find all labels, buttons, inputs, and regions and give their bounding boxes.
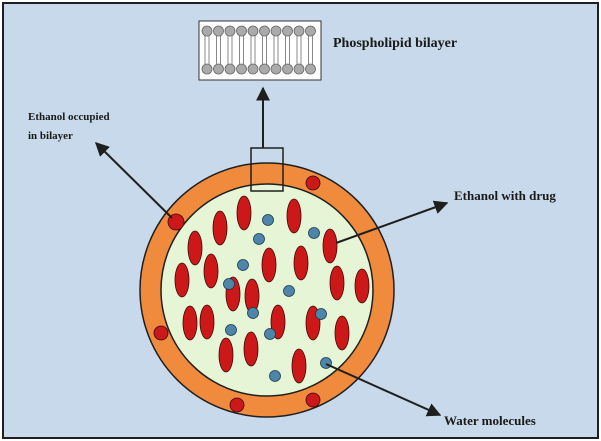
lipid-head <box>271 64 281 74</box>
water-molecule <box>265 329 276 340</box>
lipid-head <box>237 64 247 74</box>
ethanol-molecule <box>183 306 197 340</box>
lipid-head <box>306 26 316 36</box>
lipid-head <box>283 26 293 36</box>
water-molecule <box>270 371 281 382</box>
lipid-head <box>214 26 224 36</box>
lipid-head <box>225 26 235 36</box>
lipid-head <box>248 64 258 74</box>
phospholipid-bilayer-icon <box>199 21 321 80</box>
water-molecule <box>309 228 320 239</box>
ethanol-molecule <box>330 266 344 300</box>
lipid-head <box>260 26 270 36</box>
water-molecule <box>238 260 249 271</box>
ethanol-molecule <box>335 316 349 350</box>
ethanol-molecule <box>175 263 189 297</box>
water-molecule <box>248 308 259 319</box>
ethanol-molecule <box>237 196 251 230</box>
lipid-head <box>271 26 281 36</box>
lipid-head <box>306 64 316 74</box>
phospholipid-bilayer-label: Phospholipid bilayer <box>333 36 457 52</box>
water-molecule <box>224 279 235 290</box>
ethanol-occupied-label: Ethanol occupied in bilayer <box>28 108 110 146</box>
water-molecule <box>263 215 274 226</box>
ethanol-molecule <box>200 305 214 339</box>
water-molecule <box>284 286 295 297</box>
lipid-head <box>202 26 212 36</box>
ethanol-molecule <box>262 248 276 282</box>
ethanol-occupied-line1: Ethanol occupied <box>28 108 110 127</box>
lipid-head <box>202 64 212 74</box>
lipid-head <box>294 26 304 36</box>
lipid-head <box>260 64 270 74</box>
ethanol-molecule <box>294 246 308 280</box>
ethanol-molecule <box>230 398 244 412</box>
water-molecule <box>321 358 332 369</box>
ethanol-molecule <box>244 332 258 366</box>
ethanol-molecule <box>213 211 227 245</box>
lipid-head <box>237 26 247 36</box>
water-molecule <box>316 309 327 320</box>
ethanol-molecule <box>306 176 320 190</box>
lipid-head <box>294 64 304 74</box>
water-molecules-label: Water molecules <box>444 413 536 429</box>
ethanol-molecule <box>188 231 202 265</box>
ethanol-occupied-line2: in bilayer <box>28 127 110 146</box>
water-molecule <box>226 325 237 336</box>
ethanol-molecule <box>323 229 337 263</box>
lipid-head <box>225 64 235 74</box>
ethanol-molecule <box>219 338 233 372</box>
lipid-head <box>214 64 224 74</box>
ethanol-molecule <box>287 199 301 233</box>
lipid-head <box>283 64 293 74</box>
water-molecule <box>254 234 265 245</box>
ethanol-molecule <box>154 326 168 340</box>
ethanol-molecule <box>292 349 306 383</box>
ethanol-with-drug-label: Ethanol with drug <box>454 188 556 204</box>
lipid-head <box>248 26 258 36</box>
ethanol-molecule <box>306 393 320 407</box>
ethanol-molecule <box>204 254 218 288</box>
ethanol-molecule <box>355 269 369 303</box>
